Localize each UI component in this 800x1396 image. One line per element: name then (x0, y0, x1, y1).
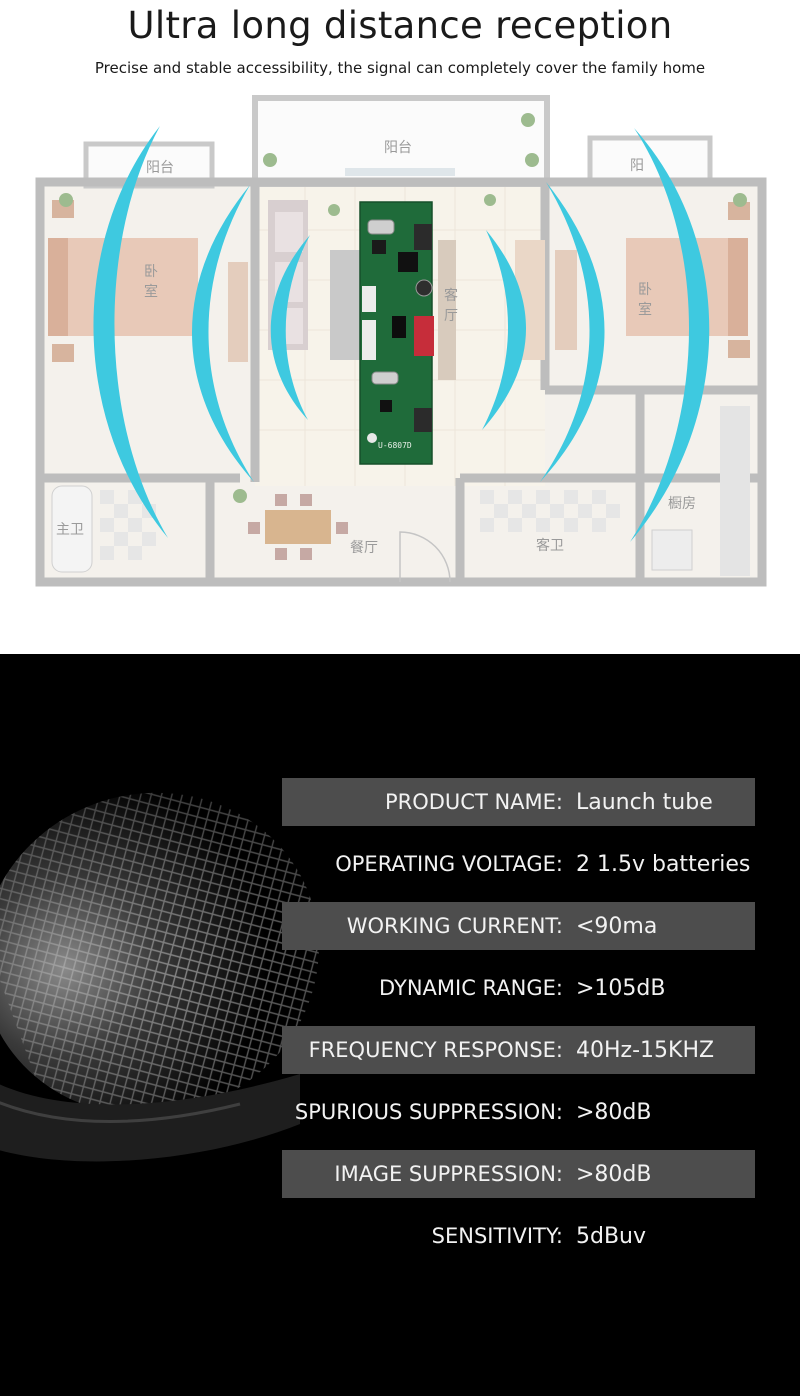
page-subtitle: Precise and stable accessibility, the si… (94, 59, 706, 77)
spec-value: Launch tube (576, 790, 713, 815)
spec-value: 5dBuv (576, 1224, 647, 1249)
room-label-balcony-right: 阳 (630, 158, 644, 174)
room-label-bedroom-left-1: 卧 (144, 264, 158, 280)
reception-section: Ultra long distance reception Precise an… (0, 0, 800, 654)
spec-label: IMAGE SUPPRESSION: (334, 1162, 563, 1186)
spec-label: WORKING CURRENT: (346, 914, 563, 938)
receiver-circuit-board: U-6807D (359, 201, 434, 465)
spec-row: SENSITIVITY: 5dBuv (282, 1212, 755, 1260)
spec-row: WORKING CURRENT: <90ma (282, 902, 755, 950)
room-label-living-1: 客 (444, 287, 458, 304)
room-label-balcony-top: 阳台 (384, 140, 412, 156)
room-label-bedroom-left: 卧 室 (144, 264, 162, 300)
microphone-illustration (0, 654, 800, 1396)
microphone-grille (0, 792, 319, 1116)
spec-value: >80dB (576, 1100, 652, 1125)
spec-label: OPERATING VOLTAGE: (335, 852, 563, 876)
spec-value: 40Hz-15KHZ (576, 1038, 715, 1063)
room-label-bedroom-left-2: 室 (144, 283, 158, 300)
spec-row: OPERATING VOLTAGE: 2 1.5v batteries (282, 840, 755, 888)
floor-plan-illustration: 阳台 阳台 阳 卧 室 客 厅 卧 室 主卫 餐厅 客卫 橱房 (35, 95, 767, 587)
room-label-living: 客 厅 (444, 287, 462, 324)
room-label-guest-bath: 客卫 (536, 537, 564, 554)
spec-label: FREQUENCY RESPONSE: (308, 1038, 563, 1062)
page-title: Ultra long distance reception (127, 4, 673, 47)
room-label-balcony-left: 阳台 (146, 160, 174, 176)
spec-label: PRODUCT NAME: (384, 790, 563, 814)
spec-label: DYNAMIC RANGE: (378, 976, 563, 1000)
room-label-bedroom-right: 卧 室 (638, 282, 656, 318)
spec-value: 2 1.5v batteries (576, 852, 751, 877)
spec-label: SENSITIVITY: (431, 1224, 563, 1248)
spec-row: SPURIOUS SUPPRESSION: >80dB (282, 1088, 755, 1136)
room-label-bedroom-right-2: 室 (638, 301, 652, 318)
room-label-master-bath: 主卫 (56, 522, 84, 538)
spec-value: <90ma (576, 914, 658, 939)
board-model-label: U-6807D (378, 441, 412, 450)
signal-waves-left (93, 126, 310, 538)
room-label-kitchen: 橱房 (668, 496, 696, 512)
room-label-living-2: 厅 (444, 308, 458, 324)
spec-row: FREQUENCY RESPONSE: 40Hz-15KHZ (282, 1026, 755, 1074)
room-label-dining: 餐厅 (350, 540, 378, 556)
spec-value: >105dB (576, 976, 666, 1001)
spec-label: SPURIOUS SUPPRESSION: (294, 1100, 563, 1124)
spec-value: >80dB (576, 1162, 652, 1187)
room-label-bedroom-right-1: 卧 (638, 282, 652, 298)
spec-row: IMAGE SUPPRESSION: >80dB (282, 1150, 755, 1198)
spec-row: DYNAMIC RANGE: >105dB (282, 964, 755, 1012)
spec-row: PRODUCT NAME: Launch tube (282, 778, 755, 826)
signal-waves-right (482, 128, 710, 542)
